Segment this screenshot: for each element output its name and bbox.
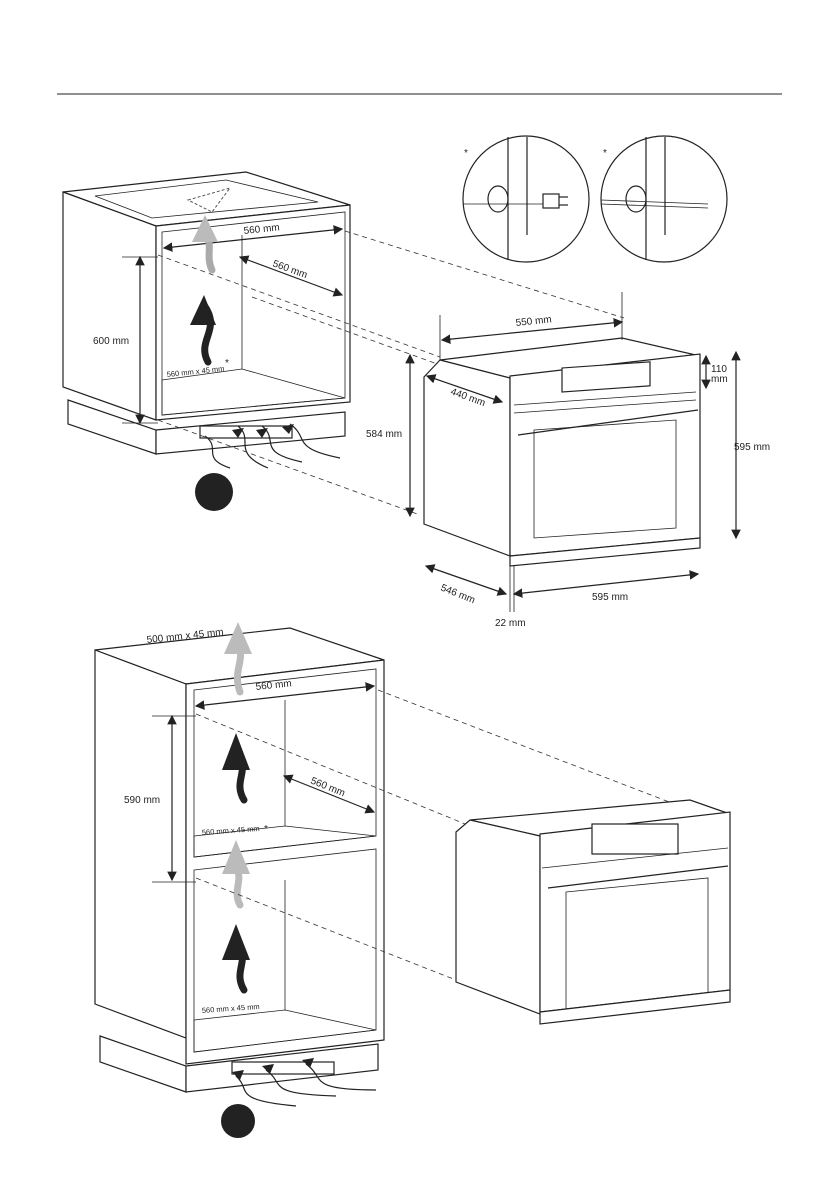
plug-icon bbox=[543, 194, 559, 208]
cable-icon bbox=[601, 200, 708, 204]
asterisk-mark: * bbox=[225, 358, 229, 369]
oven-bottom bbox=[456, 800, 730, 1024]
step-marker-icon bbox=[195, 473, 233, 511]
oven-front-thickness-label: 22 mm bbox=[495, 618, 526, 629]
asterisk-mark: * bbox=[264, 824, 268, 835]
oven-top bbox=[424, 338, 700, 566]
asterisk-mark: * bbox=[464, 148, 468, 159]
oven-panel-height-unit: mm bbox=[711, 374, 728, 385]
cable-inset: * bbox=[601, 136, 727, 262]
tall-height-label: 590 mm bbox=[124, 795, 160, 806]
asterisk-mark: * bbox=[603, 148, 607, 159]
oven-bottom-depth-label: 546 mm bbox=[439, 583, 477, 607]
oven-depth-label: 550 mm bbox=[515, 314, 552, 329]
oven-front-height-label: 595 mm bbox=[734, 442, 770, 453]
plug-inset: * bbox=[463, 136, 589, 262]
oven-body-height-label: 584 mm bbox=[366, 429, 402, 440]
step-marker-icon bbox=[221, 1104, 255, 1138]
cabinet-height-label: 600 mm bbox=[93, 336, 129, 347]
oven-front-width-label: 595 mm bbox=[592, 592, 628, 603]
